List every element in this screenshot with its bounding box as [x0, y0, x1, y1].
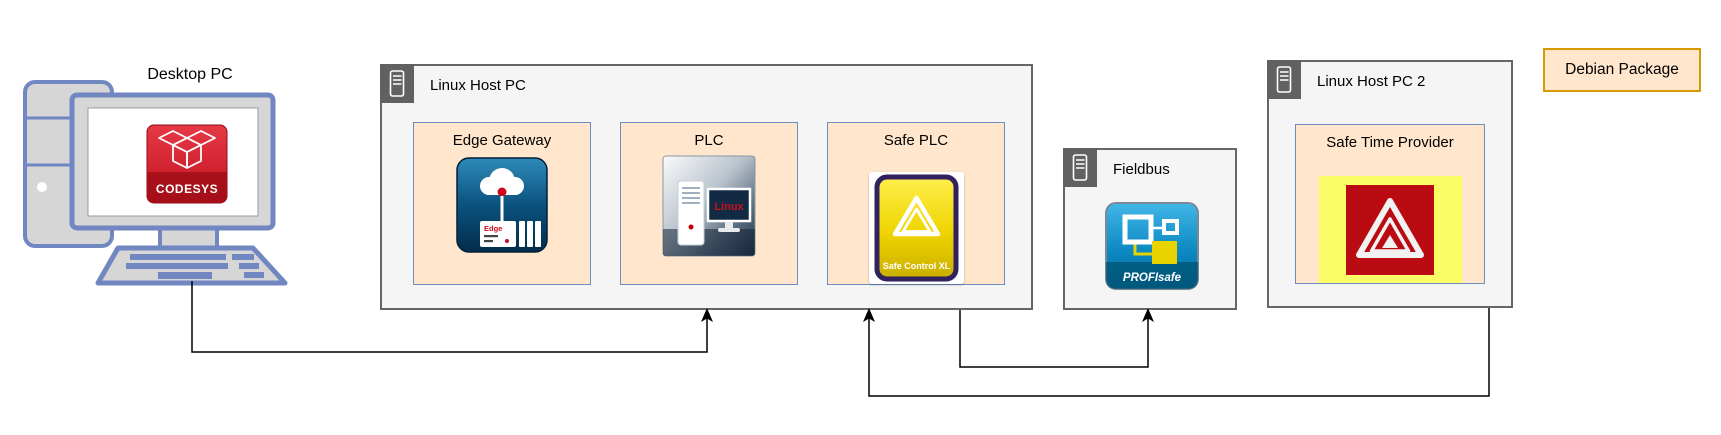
codesys-logo-text: CODESYS — [156, 182, 218, 196]
safe-control-card: Safe Control XL — [868, 172, 964, 284]
linux-host-pc-container[interactable]: Linux Host PC Edge Gateway — [380, 64, 1033, 310]
profisafe-network-icon: PROFIsafe — [1105, 202, 1199, 290]
profisafe-text: PROFIsafe — [1123, 272, 1182, 284]
edge-device-text: Edge — [484, 224, 502, 233]
codesys-cubes-icon: CODESYS — [146, 124, 228, 204]
arrow-up-head — [701, 308, 713, 322]
node-label: Safe Time Provider — [1326, 134, 1454, 151]
node-safe-time-provider[interactable]: Safe Time Provider — [1295, 124, 1485, 284]
server-icon — [1063, 148, 1097, 187]
container-label: Linux Host PC — [430, 77, 526, 94]
node-label: PLC — [694, 132, 724, 149]
container-label: Linux Host PC 2 — [1317, 73, 1426, 90]
node-safe-plc[interactable]: Safe PLC Safe Control XL — [827, 122, 1005, 285]
server-icon — [380, 64, 414, 103]
safe-control-warning-icon: Safe Control XL — [874, 174, 958, 282]
edge-gateway-cloud-icon: Edge — [456, 157, 548, 253]
plc-screen-text: Linux — [714, 201, 744, 213]
workstation-icon[interactable]: CODESYS — [20, 76, 290, 288]
fieldbus-container[interactable]: Fieldbus PROFIsafe — [1063, 148, 1237, 310]
linux-host-pc-2-container[interactable]: Linux Host PC 2 Safe Time Provider — [1267, 60, 1513, 308]
arrow-up-head — [863, 308, 875, 322]
connector-linux-host-pc-to-fieldbus[interactable] — [959, 308, 1154, 368]
connector-desktop-to-linux-host-pc[interactable] — [191, 281, 713, 353]
node-plc[interactable]: PLC Linux — [620, 122, 798, 285]
node-label: Edge Gateway — [452, 132, 552, 149]
desktop-pc-label: Desktop PC — [147, 66, 233, 83]
node-edge-gateway[interactable]: Edge Gateway Edge — [413, 122, 591, 285]
server-icon — [1267, 60, 1301, 99]
linux-pc-icon: Linux — [662, 155, 756, 257]
safe-control-text: Safe Control XL — [882, 261, 950, 271]
connector-linux-host-pc-2-to-safe-plc[interactable] — [863, 308, 1490, 397]
arrow-up-head — [1142, 308, 1154, 322]
node-label: Safe PLC — [883, 132, 949, 149]
warning-triangle-icon — [1318, 176, 1462, 283]
debian-package-node[interactable]: Debian Package — [1543, 48, 1701, 92]
container-label: Fieldbus — [1113, 161, 1170, 178]
debian-package-label: Debian Package — [1565, 61, 1679, 78]
